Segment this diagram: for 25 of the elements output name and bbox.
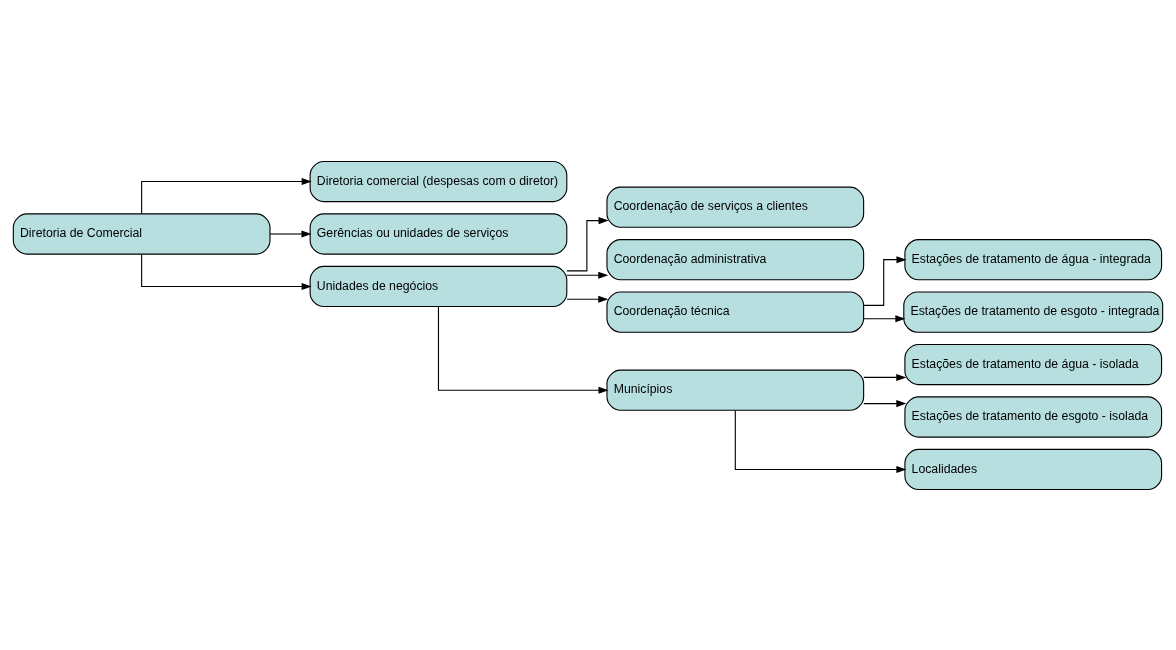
node-box: Estações de tratamento de esgoto - integrada: [903, 290, 1164, 333]
arrow: [566, 271, 609, 279]
node-box: Municípios: [606, 369, 865, 411]
node-box: Estações de tratamento de água - isolada: [904, 343, 1163, 385]
node-box: Coordenação de serviços a clientes: [606, 186, 865, 228]
arrow: [566, 295, 609, 303]
arrow: [141, 177, 312, 214]
arrow: [863, 255, 907, 306]
arrow: [566, 216, 609, 271]
node-box: Diretoria de Comercial: [12, 212, 271, 255]
node-box: Unidades de negócios: [309, 265, 568, 307]
arrow: [863, 373, 907, 381]
node-box: Coordenação técnica: [606, 290, 865, 333]
arrow: [734, 409, 907, 473]
arrow: [269, 229, 312, 237]
arrow: [437, 305, 609, 394]
node-box: Diretoria comercial (despesas com o diretor): [309, 160, 568, 202]
node-box: Localidades: [904, 448, 1163, 490]
arrow: [863, 314, 906, 322]
arrow: [141, 253, 312, 290]
node-box: Gerências ou unidades de serviços: [309, 212, 568, 255]
node-box: Estações de tratamento de água - integrada: [904, 238, 1163, 280]
node-box: Coordenação administrativa: [606, 238, 865, 280]
node-box: Estações de tratamento de esgoto - isolada: [904, 395, 1163, 438]
arrow: [863, 399, 907, 407]
